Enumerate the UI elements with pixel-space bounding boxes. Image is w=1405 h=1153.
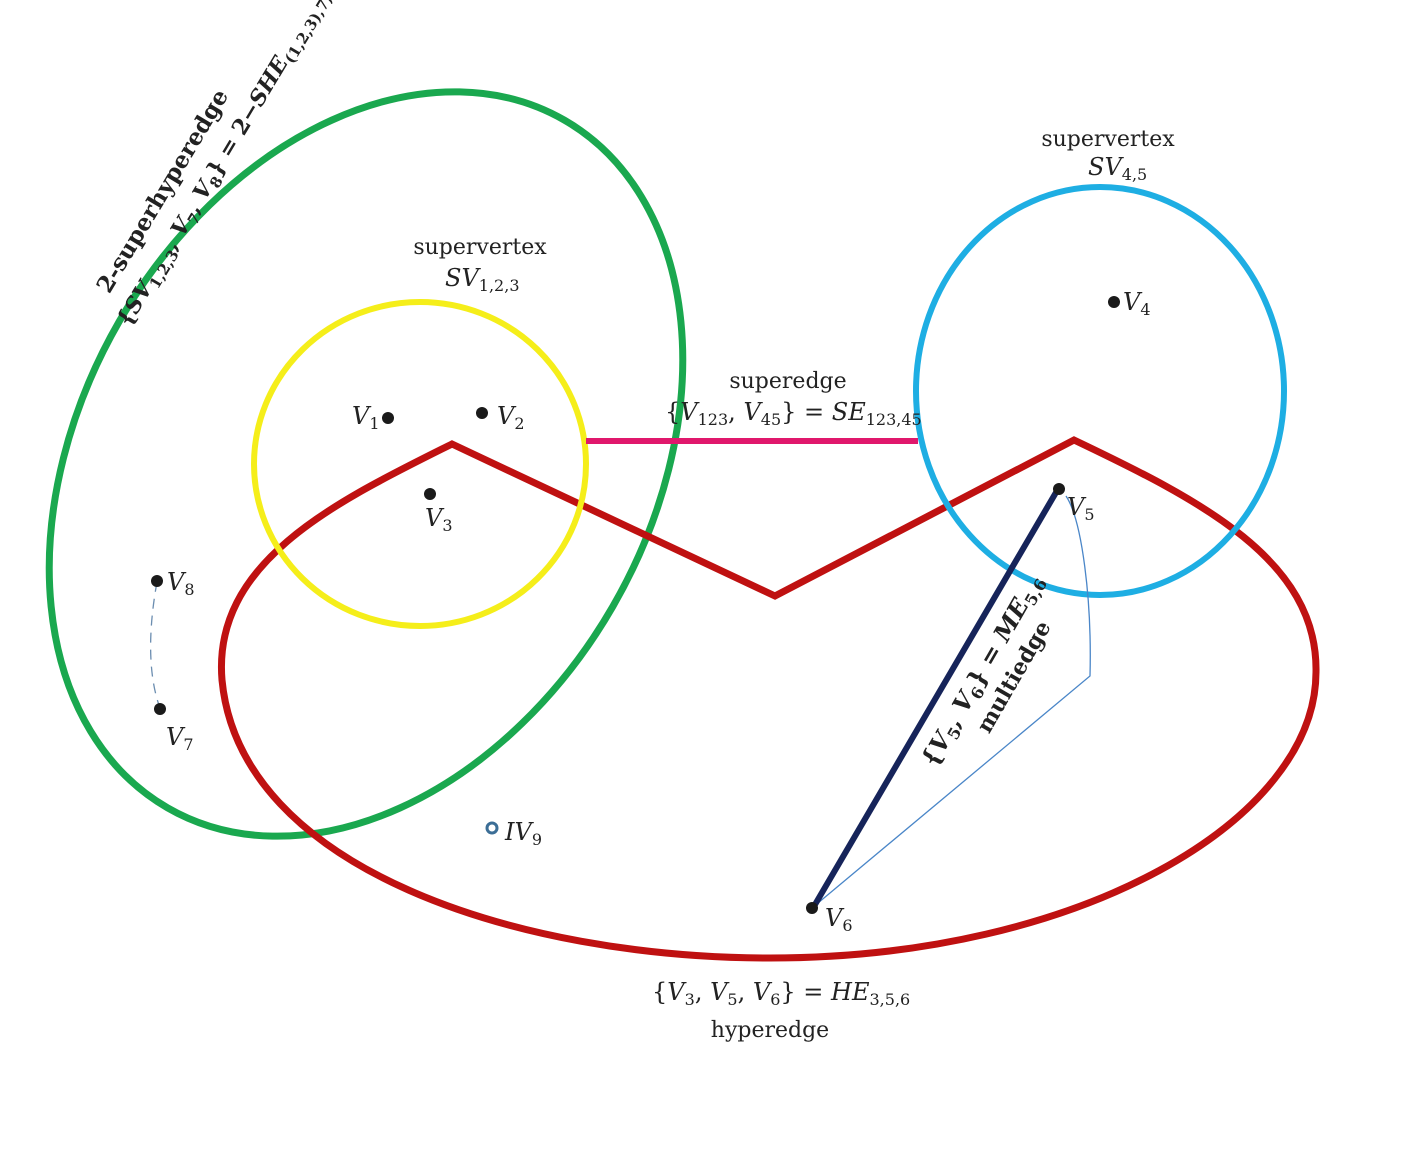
supervertex-123-circle xyxy=(251,299,589,629)
supervertex-123-word: supervertex xyxy=(413,235,547,260)
multiedge-thin-link xyxy=(811,495,1091,909)
vertex-v4-label: V4 xyxy=(1123,288,1151,319)
vertex-v3-label: V3 xyxy=(425,504,453,535)
vertex-v6-dot xyxy=(806,902,818,914)
supervertex-123-name: SV1,2,3 xyxy=(445,264,520,295)
superedge-word: superedge xyxy=(729,369,846,394)
vertex-v6-label: V6 xyxy=(825,904,853,935)
supervertex-45-word: supervertex xyxy=(1041,127,1175,152)
vertex-v8-label: V8 xyxy=(167,568,195,599)
hyperedge-word: hyperedge xyxy=(711,1018,829,1043)
supervertex-45-circle xyxy=(913,184,1287,598)
superedge-formula: {V123, V45} = SE123,45 xyxy=(665,398,922,429)
supervertex-45-name: SV4,5 xyxy=(1088,153,1147,184)
vertex-v2-dot xyxy=(476,407,488,419)
v7-v8-dashed-link xyxy=(149,581,161,709)
vertex-v5-dot xyxy=(1053,483,1065,495)
vertex-iv9-dot xyxy=(485,821,499,835)
superhyperedge-formula: {SV1,2,3, V7, V8} = 2−SHE(1,2,3),7,8 xyxy=(112,0,341,332)
superhyperedge-ellipse xyxy=(45,88,687,840)
vertex-iv9-label: IV9 xyxy=(504,818,542,849)
vertex-v5-label: V5 xyxy=(1067,493,1095,524)
multiedge-line xyxy=(810,487,1061,910)
vertex-v7-label: V7 xyxy=(166,723,194,754)
vertex-v2-label: V2 xyxy=(497,402,525,433)
vertex-v8-dot xyxy=(151,575,163,587)
superhyperedge-label: 2-superhyperedge {SV1,2,3, V7, V8} = 2−S… xyxy=(91,0,341,332)
hyperedge-formula: {V3, V5, V6} = HE3,5,6 xyxy=(652,978,910,1009)
vertex-v4-dot xyxy=(1108,296,1120,308)
vertex-v1-label: V1 xyxy=(352,402,380,433)
vertex-v3-dot xyxy=(424,488,436,500)
vertex-v7-dot xyxy=(154,703,166,715)
hyperedge-boundary xyxy=(218,436,1320,962)
vertex-v1-dot xyxy=(382,412,394,424)
